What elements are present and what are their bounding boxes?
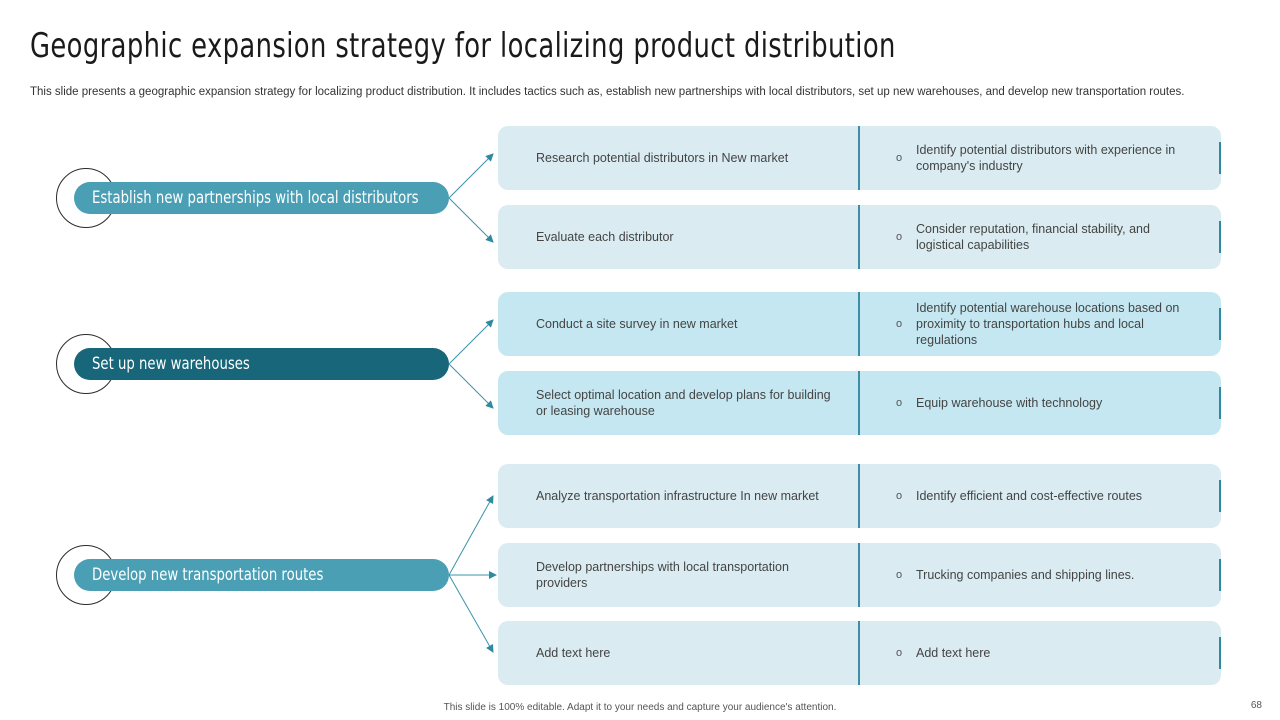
tactic-row: Conduct a site survey in new market o Id…	[498, 292, 1221, 356]
tactic-text: Conduct a site survey in new market	[536, 317, 738, 331]
detail-text: Trucking companies and shipping lines.	[916, 568, 1135, 582]
tactic-text: Develop partnerships with local transpor…	[536, 560, 789, 590]
slide-title: Geographic expansion strategy for locali…	[30, 26, 896, 66]
slide-number: 68	[1250, 700, 1262, 711]
tactic-row: Develop partnerships with local transpor…	[498, 543, 1221, 607]
bullet-icon: o	[896, 318, 903, 330]
detail-text: Identify efficient and cost-effective ro…	[916, 489, 1143, 503]
strategy-label: Develop new transportation routes	[92, 565, 324, 585]
strategy-label: Set up new warehouses	[92, 354, 250, 374]
tactic-text: Research potential distributors in New m…	[536, 151, 789, 165]
tactic-row: Add text here o Add text here	[498, 621, 1221, 685]
detail-text: Identify potential distributors with exp…	[916, 143, 1176, 173]
bullet-icon: o	[896, 231, 903, 243]
slide-footer: This slide is 100% editable. Adapt it to…	[443, 702, 837, 713]
detail-text: Equip warehouse with technology	[916, 396, 1103, 410]
row-divider	[858, 371, 860, 435]
row-edge-accent	[1219, 387, 1221, 419]
row-divider	[858, 205, 860, 269]
tactic-row: Research potential distributors in New m…	[498, 126, 1221, 190]
tactic-text: Select optimal location and develop plan…	[536, 388, 831, 418]
tactic-row: Evaluate each distributor o Consider rep…	[498, 205, 1221, 269]
arrow-2-1	[448, 319, 494, 365]
strategy-pill-warehouses: Set up new warehouses	[74, 348, 449, 380]
tactic-row: Select optimal location and develop plan…	[498, 371, 1221, 435]
row-edge-accent	[1219, 637, 1221, 669]
row-edge-accent	[1219, 221, 1221, 253]
tactic-row: Analyze transportation infrastructure In…	[498, 464, 1221, 528]
row-divider	[858, 543, 860, 607]
strategy-label: Establish new partnerships with local di…	[92, 188, 419, 208]
row-edge-accent	[1219, 480, 1221, 512]
arrow-2-2	[448, 363, 494, 409]
tactic-text: Evaluate each distributor	[536, 230, 674, 244]
detail-text: Add text here	[916, 646, 991, 660]
bullet-icon: o	[896, 397, 903, 409]
slide-subtitle: This slide presents a geographic expansi…	[30, 86, 1185, 98]
bullet-icon: o	[896, 152, 903, 164]
row-edge-accent	[1219, 559, 1221, 591]
row-divider	[858, 292, 860, 356]
bullet-icon: o	[896, 490, 903, 502]
bullet-icon: o	[896, 647, 903, 659]
detail-text: Consider reputation, financial stability…	[916, 222, 1150, 252]
arrow-1-2	[448, 197, 494, 243]
row-divider	[858, 126, 860, 190]
arrow-3-3	[448, 574, 494, 653]
row-divider	[858, 464, 860, 528]
strategy-pill-transportation: Develop new transportation routes	[74, 559, 449, 591]
detail-text: Identify potential warehouse locations b…	[916, 301, 1180, 347]
row-divider	[858, 621, 860, 685]
arrow-1-1	[448, 153, 494, 199]
tactic-text: Analyze transportation infrastructure In…	[536, 489, 819, 503]
row-edge-accent	[1219, 308, 1221, 340]
arrow-3-1	[448, 495, 494, 576]
tactic-text: Add text here	[536, 646, 611, 660]
bullet-icon: o	[896, 569, 903, 581]
strategy-pill-partnerships: Establish new partnerships with local di…	[74, 182, 449, 214]
row-edge-accent	[1219, 142, 1221, 174]
